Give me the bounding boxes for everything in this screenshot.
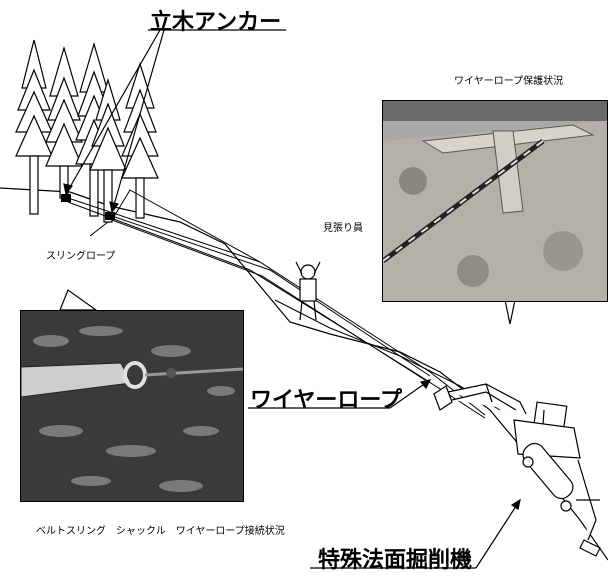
protection-photo-illustration bbox=[383, 101, 607, 301]
sling-loop-2 bbox=[105, 212, 115, 220]
sling-rope-label: スリングロープ bbox=[46, 251, 116, 262]
tree-anchor-leaders bbox=[63, 29, 286, 214]
tree-2 bbox=[45, 45, 83, 199]
watchman-label: 見張り員 bbox=[323, 223, 363, 234]
wire-rope-label: ワイヤーロープ bbox=[250, 388, 403, 413]
photo1-callout-tail bbox=[504, 299, 516, 325]
sling-rope-leader bbox=[89, 221, 109, 237]
excavator bbox=[433, 383, 601, 557]
tree-anchor-trees bbox=[15, 39, 159, 223]
connection-photo-illustration bbox=[21, 311, 243, 501]
wire-rope-leader bbox=[248, 379, 432, 409]
wire-rope-protection-photo bbox=[382, 100, 608, 302]
connection-status-label: ベルトスリング シャックル ワイヤーロープ接続状況 bbox=[36, 526, 285, 537]
wire-protection-status-label: ワイヤーロープ保護状況 bbox=[454, 76, 564, 87]
sling-loop-1 bbox=[61, 194, 71, 202]
excavator-leader bbox=[310, 498, 521, 569]
tree-anchor-label: 立木アンカー bbox=[150, 10, 282, 35]
sling-shackle-connection-photo bbox=[20, 310, 244, 502]
photo2-callout-tail bbox=[59, 289, 98, 311]
special-excavator-label: 特殊法面掘削機 bbox=[318, 548, 473, 573]
watchman-figure bbox=[295, 261, 321, 321]
tree-1 bbox=[15, 39, 53, 215]
